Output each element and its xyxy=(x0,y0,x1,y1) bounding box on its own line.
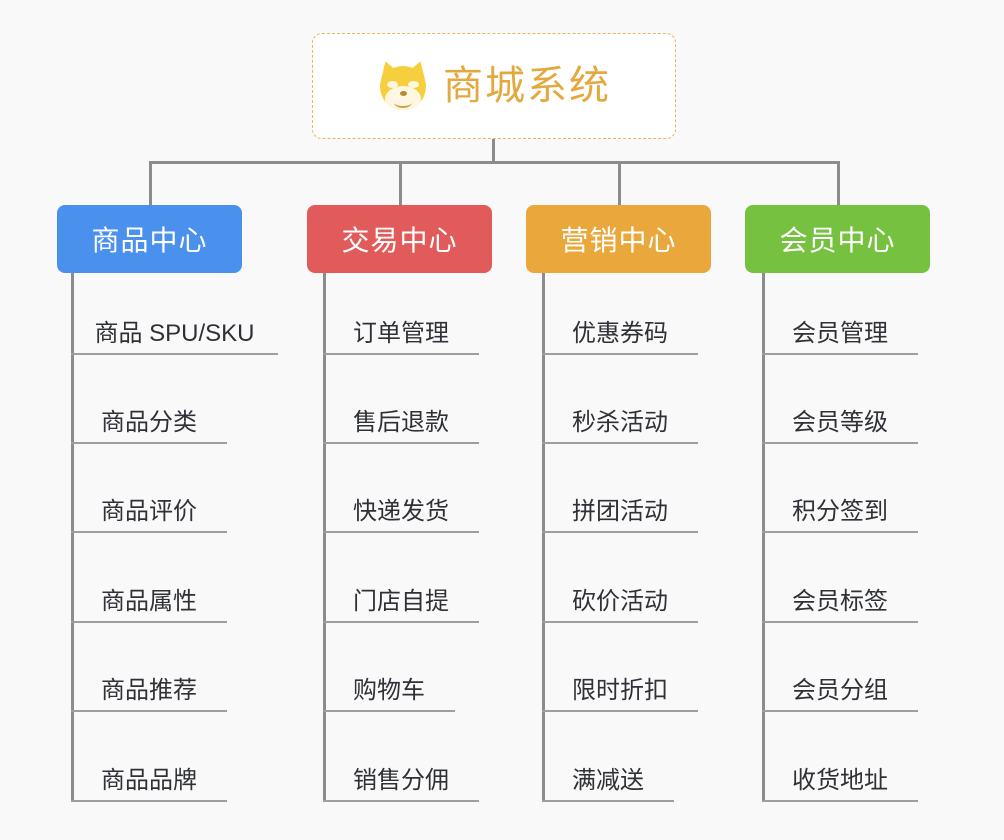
leaf-label: 购物车 xyxy=(353,677,425,705)
drop-line-2 xyxy=(399,161,402,205)
root-title: 商城系统 xyxy=(443,64,611,108)
root-stem-line xyxy=(492,139,495,163)
leaf-label: 商品 SPU/SKU xyxy=(94,320,255,348)
leaf-label: 门店自提 xyxy=(353,588,449,616)
leaf-label: 商品评价 xyxy=(101,498,197,526)
bus-line xyxy=(149,161,840,164)
leaf-item[interactable]: 满减送 xyxy=(542,759,674,802)
category-header-marketing-center[interactable]: 营销中心 xyxy=(526,205,711,273)
leaf-item[interactable]: 积分签到 xyxy=(762,490,918,533)
root-node[interactable]: 商城系统 xyxy=(312,33,676,139)
branch-trunk xyxy=(323,273,326,802)
category-label: 商品中心 xyxy=(91,225,208,256)
drop-line-1 xyxy=(149,161,152,205)
leaf-item[interactable]: 会员分组 xyxy=(762,669,918,712)
leaf-item[interactable]: 商品推荐 xyxy=(71,669,227,712)
leaf-label: 快递发货 xyxy=(353,498,449,526)
leaf-item[interactable]: 销售分佣 xyxy=(323,759,479,802)
leaf-item[interactable]: 订单管理 xyxy=(323,312,479,355)
leaf-item[interactable]: 快递发货 xyxy=(323,490,479,533)
leaf-label: 满减送 xyxy=(572,767,644,795)
leaf-label: 会员管理 xyxy=(792,320,888,348)
leaf-label: 售后退款 xyxy=(353,409,449,437)
leaf-item[interactable]: 收货地址 xyxy=(762,759,918,802)
leaf-item[interactable]: 商品品牌 xyxy=(71,759,227,802)
leaf-label: 会员分组 xyxy=(792,677,888,705)
leaf-item[interactable]: 商品 SPU/SKU xyxy=(71,312,278,355)
leaf-label: 销售分佣 xyxy=(353,767,449,795)
dog-face-icon xyxy=(376,58,430,112)
leaf-item[interactable]: 售后退款 xyxy=(323,401,479,444)
leaf-item[interactable]: 门店自提 xyxy=(323,580,479,623)
leaf-label: 会员等级 xyxy=(792,409,888,437)
leaf-item[interactable]: 拼团活动 xyxy=(542,490,698,533)
branch-trunk xyxy=(71,273,74,802)
leaf-label: 会员标签 xyxy=(792,588,888,616)
leaf-item[interactable]: 会员管理 xyxy=(762,312,918,355)
leaf-label: 商品品牌 xyxy=(101,767,197,795)
category-label: 会员中心 xyxy=(779,225,896,256)
leaf-label: 商品分类 xyxy=(101,409,197,437)
leaf-label: 订单管理 xyxy=(353,320,449,348)
leaf-label: 秒杀活动 xyxy=(572,409,668,437)
category-header-product-center[interactable]: 商品中心 xyxy=(57,205,242,273)
leaf-item[interactable]: 限时折扣 xyxy=(542,669,698,712)
leaf-label: 商品推荐 xyxy=(101,677,197,705)
category-label: 交易中心 xyxy=(341,225,458,256)
leaf-item[interactable]: 商品属性 xyxy=(71,580,227,623)
leaf-item[interactable]: 砍价活动 xyxy=(542,580,698,623)
leaf-item[interactable]: 购物车 xyxy=(323,669,455,712)
branch-trunk xyxy=(762,273,765,802)
leaf-label: 拼团活动 xyxy=(572,498,668,526)
leaf-label: 优惠券码 xyxy=(572,320,668,348)
leaf-item[interactable]: 优惠券码 xyxy=(542,312,698,355)
leaf-label: 收货地址 xyxy=(792,767,888,795)
category-label: 营销中心 xyxy=(560,225,677,256)
branch-trunk xyxy=(542,273,545,802)
drop-line-3 xyxy=(618,161,621,205)
leaf-item[interactable]: 会员等级 xyxy=(762,401,918,444)
leaf-label: 商品属性 xyxy=(101,588,197,616)
leaf-label: 砍价活动 xyxy=(572,588,668,616)
category-header-trade-center[interactable]: 交易中心 xyxy=(307,205,492,273)
leaf-label: 积分签到 xyxy=(792,498,888,526)
leaf-label: 限时折扣 xyxy=(572,677,668,705)
leaf-item[interactable]: 商品分类 xyxy=(71,401,227,444)
category-header-member-center[interactable]: 会员中心 xyxy=(745,205,930,273)
drop-line-4 xyxy=(837,161,840,205)
leaf-item[interactable]: 商品评价 xyxy=(71,490,227,533)
leaf-item[interactable]: 秒杀活动 xyxy=(542,401,698,444)
leaf-item[interactable]: 会员标签 xyxy=(762,580,918,623)
